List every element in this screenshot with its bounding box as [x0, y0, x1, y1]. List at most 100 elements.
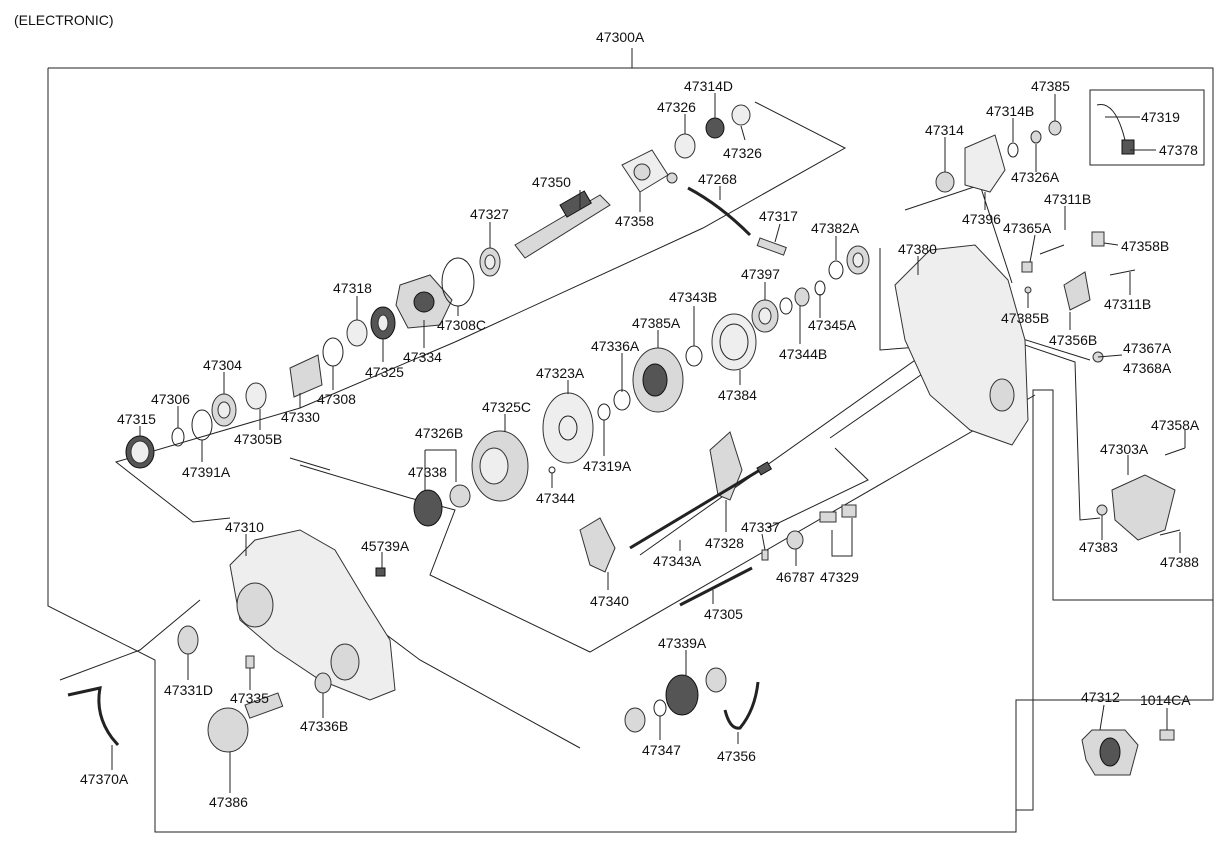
callout-47311B-upper: 47311B: [1044, 191, 1091, 207]
ring-gear-47315: [125, 435, 155, 469]
callout-47331D: 47331D: [164, 682, 213, 698]
callout-47319: 47319: [1141, 109, 1180, 125]
callout-47305B: 47305B: [234, 431, 282, 447]
callout-47317: 47317: [759, 208, 798, 224]
callout-47335: 47335: [230, 690, 269, 706]
callout-47358: 47358: [615, 213, 654, 229]
callout-47314: 47314: [925, 122, 964, 138]
callout-47397: 47397: [741, 266, 780, 282]
callout-47303A: 47303A: [1100, 441, 1149, 457]
breather-tube-47370A: [67, 686, 120, 746]
sensor-wire-box: [1089, 89, 1205, 166]
callout-47312: 47312: [1081, 689, 1120, 705]
bracket-47356B: [1063, 231, 1136, 311]
callout-45739A: 45739A: [361, 538, 410, 554]
washer-47318: [346, 319, 368, 347]
callout-47338: 47338: [408, 464, 447, 480]
bolt-47335: [245, 655, 255, 669]
callout-47334: 47334: [403, 349, 442, 365]
callout-47308: 47308: [317, 391, 356, 407]
bearing-47397: [751, 299, 779, 333]
retainer-47358: [621, 149, 678, 193]
rear-retainer-47396: [935, 120, 1062, 193]
callout-47339A: 47339A: [658, 635, 707, 651]
diagram-variant-label: (ELECTRONIC): [14, 12, 114, 28]
callout-47314B: 47314B: [986, 103, 1034, 119]
callout-47328: 47328: [705, 535, 744, 551]
callout-47315: 47315: [117, 411, 156, 427]
sprocket-47325C: [471, 430, 529, 502]
sensor-47317: [756, 237, 787, 256]
hub-47385A: [632, 347, 684, 413]
chain-47356: [723, 681, 760, 730]
bushing-46787: [786, 530, 804, 550]
callout-47365A: 47365A: [1003, 220, 1052, 236]
callout-47343B: 47343B: [669, 289, 717, 305]
callout-47358B: 47358B: [1121, 238, 1169, 254]
spring-47343A: [756, 461, 773, 476]
callout-47386: 47386: [209, 794, 248, 810]
callout-47396: 47396: [962, 211, 1001, 227]
callout-47385B: 47385B: [1001, 310, 1049, 326]
bearing-47382A: [846, 245, 870, 275]
callout-47358A: 47358A: [1151, 417, 1200, 433]
callout-47384: 47384: [718, 387, 757, 403]
callout-47314D: 47314D: [684, 78, 733, 94]
clutch-47384: [711, 313, 757, 371]
ring-47343B: [685, 345, 703, 367]
ring-47382A: [828, 260, 844, 280]
assembly-part-number: 47300A: [596, 29, 645, 45]
sun-gear-47325: [370, 306, 396, 340]
front-case-47310: [229, 529, 396, 701]
callout-47336A: 47336A: [591, 338, 640, 354]
group-lines: [59, 101, 1101, 749]
callout-47308C: 47308C: [437, 317, 486, 333]
shift-fork-47340: [579, 517, 616, 573]
ring-47345A: [794, 280, 826, 307]
snap-ring-47308C: [441, 257, 475, 307]
callout-47347: 47347: [642, 742, 681, 758]
callout-47326B: 47326B: [415, 425, 463, 441]
callout-47368A: 47368A: [1123, 360, 1172, 376]
callout-labels: 47314D 47326 47326 47385 47314B 47314 47…: [80, 78, 1200, 810]
callout-47310: 47310: [225, 519, 264, 535]
callout-47329: 47329: [820, 569, 859, 585]
callout-47383: 47383: [1079, 539, 1118, 555]
callout-47385: 47385: [1031, 78, 1070, 94]
snap-ring-47391A: [191, 409, 213, 441]
callout-1014CA: 1014CA: [1140, 692, 1191, 708]
sprocket-47339A: [653, 667, 727, 717]
callout-47318: 47318: [333, 280, 372, 296]
output-shaft-47350: [514, 190, 611, 259]
callout-47268: 47268: [698, 171, 737, 187]
pin-47337: [761, 549, 769, 561]
callout-47325C: 47325C: [482, 399, 531, 415]
callout-47304: 47304: [203, 357, 242, 373]
callout-47344B: 47344B: [779, 346, 827, 362]
flange-47386: [207, 692, 284, 753]
rear-case-47380: [894, 244, 1029, 446]
hose-47268: [687, 186, 752, 237]
callout-47326A: 47326A: [1011, 169, 1060, 185]
ring-47344B: [779, 297, 793, 315]
callout-47343A: 47343A: [653, 553, 702, 569]
bearing-47347: [624, 707, 646, 733]
washers-47326: [674, 104, 751, 159]
callout-47367A: 47367A: [1123, 340, 1172, 356]
shift-fork-47328: [629, 431, 761, 550]
callout-47370A: 47370A: [80, 771, 129, 787]
shift-rail-47305: [679, 566, 753, 607]
ring-47319A: [597, 403, 611, 421]
callout-47311B-lower: 47311B: [1104, 296, 1151, 312]
washer-47305B: [245, 382, 267, 410]
callout-47345A: 47345A: [808, 317, 857, 333]
callout-47323A: 47323A: [536, 365, 585, 381]
callout-47385A: 47385A: [632, 315, 681, 331]
callout-47325: 47325: [365, 364, 404, 380]
bolts-47365A: [1021, 244, 1065, 294]
plug-45739A: [375, 567, 386, 577]
assembly-boundary: [47, 48, 1214, 833]
callout-47356: 47356: [717, 748, 756, 764]
callout-47388: 47388: [1160, 554, 1199, 570]
plate-47323A: [542, 392, 594, 464]
